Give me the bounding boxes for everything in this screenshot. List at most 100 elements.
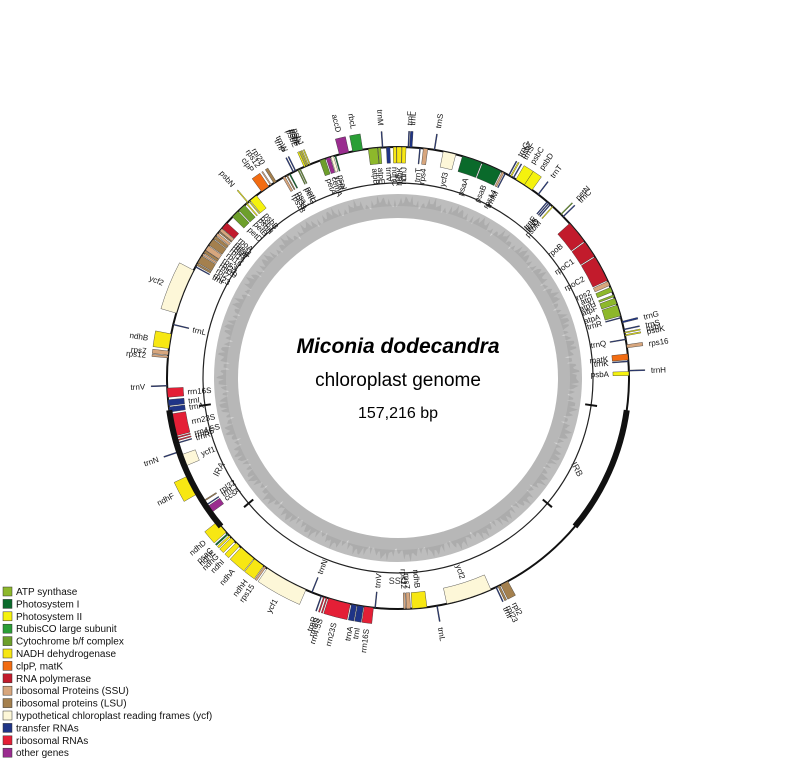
legend-swatch-cyt — [2, 636, 13, 646]
gene-rps11 — [219, 228, 235, 242]
gene-trnq — [609, 338, 627, 343]
gc-content-ring — [202, 182, 594, 574]
gene-trny — [537, 202, 550, 216]
gene-label: trnR — [194, 429, 211, 442]
gene-label: ndhJ — [399, 167, 408, 185]
gene-label: psaI — [336, 174, 349, 191]
gene-rpl23 — [196, 263, 212, 274]
gene-psbh — [245, 202, 258, 217]
gene-petl — [299, 168, 308, 184]
region-label-irb: IRB — [569, 460, 585, 478]
gene-trnh — [628, 369, 646, 372]
gene-label: ndhB — [411, 569, 422, 588]
legend-label-ssu: ribosomal Proteins (SSU) — [16, 686, 129, 697]
gene-trnw — [287, 156, 297, 172]
gene-atph — [598, 294, 615, 303]
region-boundary-tick — [542, 498, 553, 508]
legend-swatch-ssu — [2, 685, 13, 696]
gene-rps2 — [593, 281, 610, 293]
gene-rpob — [557, 223, 585, 251]
gene-label: ycf1 — [265, 597, 280, 615]
gene-rrn16s — [167, 387, 184, 398]
gene-ycf3 — [439, 151, 457, 171]
gene-rps4 — [421, 148, 428, 166]
gene-petb — [238, 204, 256, 223]
gene-label: trnG — [643, 309, 660, 321]
gene-rps15 — [254, 566, 267, 581]
legend-swatch-ps1 — [2, 599, 13, 609]
gene-trnl — [436, 605, 441, 622]
legend-label-rpo: RNA polymerase — [16, 674, 91, 685]
gene-rps14 — [494, 171, 505, 188]
gene-ndhe — [217, 535, 231, 549]
gene-trni — [195, 266, 211, 276]
inner-region-circle — [202, 182, 594, 574]
legend-swatch-lsu — [2, 698, 13, 708]
gene-petd — [232, 210, 250, 229]
legend-swatch-other — [2, 747, 13, 758]
gene-label: rrn16S — [187, 386, 212, 397]
gene-psaa — [457, 155, 482, 178]
legend-swatch-rpo — [2, 673, 13, 684]
gene-label: ndhF — [156, 491, 176, 507]
gene-label: psbA — [591, 370, 610, 379]
gene-label: psaA — [456, 176, 471, 197]
gene-rpl33 — [286, 174, 296, 191]
region-label-ira: IRA — [211, 460, 227, 478]
gene-psbm — [541, 205, 554, 220]
gene-atpb — [368, 147, 380, 166]
gene-label: trnQ — [590, 339, 607, 350]
gene-trnl — [172, 323, 190, 329]
gene-label: trnT — [413, 167, 423, 182]
gene-ndhi — [224, 542, 240, 559]
legend-swatch-rbc — [2, 623, 13, 634]
gene-rpl20 — [265, 167, 277, 184]
legend-label-ndh: NADH dehydrogenase — [16, 649, 116, 660]
gene-psbf — [299, 150, 308, 167]
gene-rps16 — [626, 342, 644, 349]
gene-rpl2 — [197, 255, 216, 272]
gene-rps12 — [403, 592, 406, 610]
gene-label: rpoC1 — [553, 257, 577, 277]
legend-label-cyt: Cytochrome b/f complex — [16, 637, 124, 648]
gene-rps8 — [215, 232, 231, 246]
gene-trnfm — [497, 172, 507, 189]
gene-rps7 — [405, 592, 411, 610]
gene-ndhg — [219, 537, 235, 553]
gene-trnv — [150, 385, 168, 388]
gene-trnr — [605, 316, 622, 323]
gene-label: psbK — [646, 324, 666, 336]
gene-label: psbN — [218, 169, 237, 189]
legend-swatch-ndh — [2, 648, 13, 659]
legend-swatch-ps2 — [2, 611, 13, 622]
gene-trnv — [374, 591, 378, 609]
inverted-repeat-arc — [166, 409, 224, 529]
gene-label: atpE — [376, 167, 386, 184]
gene-psbt — [248, 200, 261, 215]
gene-psbl — [301, 150, 309, 166]
gene-label: rps7 — [130, 345, 147, 356]
legend-swatch-atp — [2, 586, 13, 597]
gene-psbj — [303, 149, 311, 165]
legend-label-other: other genes — [16, 748, 69, 759]
gene-rrn23s — [323, 598, 351, 620]
gene-petn — [560, 202, 573, 215]
gene-trnc — [562, 204, 576, 218]
gene-psbn — [236, 189, 249, 204]
gene-label: trnV — [384, 167, 394, 183]
gene-trng — [508, 160, 518, 176]
gene-label: rps4 — [417, 167, 428, 184]
gene-trns — [623, 325, 640, 331]
inverted-repeat-arc — [572, 409, 630, 529]
gene-label: trnN — [316, 558, 330, 576]
gene-label: rps16 — [648, 336, 670, 348]
gene-psaj — [288, 173, 298, 189]
gene-label: rps12 — [126, 349, 147, 360]
gene-label: ycf4 — [333, 175, 346, 192]
gene-rpl16 — [208, 239, 227, 255]
legend-label-rrna: ribosomal RNAs — [16, 736, 88, 747]
gene-ycf1 — [257, 568, 307, 605]
